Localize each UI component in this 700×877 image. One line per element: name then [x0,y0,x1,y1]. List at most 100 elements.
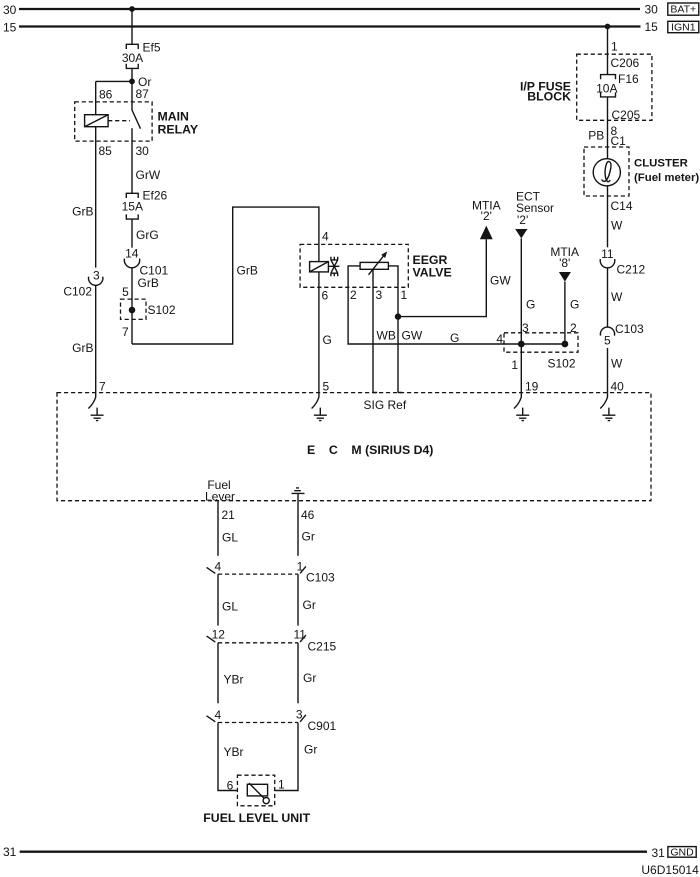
svg-text:MTIA: MTIA [472,199,501,213]
svg-text:2: 2 [350,288,357,302]
svg-text:U6D15014: U6D15014 [641,863,699,877]
svg-text:EEGR: EEGR [413,253,448,267]
svg-text:Gr: Gr [303,598,316,612]
svg-text:CLUSTER: CLUSTER [634,158,688,170]
svg-text:GrB: GrB [237,264,258,278]
svg-text:7: 7 [122,325,129,339]
svg-text:C215: C215 [308,639,337,653]
svg-text:YBr: YBr [224,745,244,759]
svg-text:W: W [611,290,623,304]
svg-text:30: 30 [645,3,659,17]
svg-text:11: 11 [601,247,614,261]
svg-text:11: 11 [293,627,306,641]
svg-text:Sensor: Sensor [516,201,554,215]
svg-text:Gr: Gr [302,530,315,544]
svg-text:IGN1: IGN1 [671,21,696,33]
svg-text:W: W [611,219,623,233]
svg-text:1: 1 [401,288,408,302]
svg-text:31: 31 [3,845,17,859]
svg-text:3: 3 [93,269,100,283]
svg-text:3: 3 [296,707,303,721]
svg-text:6: 6 [322,289,329,303]
svg-text:GrB: GrB [72,205,93,219]
svg-text:4: 4 [214,708,221,722]
svg-text:GrB: GrB [138,276,159,290]
svg-text:C1: C1 [611,134,627,148]
svg-text:I/P FUSE: I/P FUSE [520,80,571,94]
svg-text:Gr: Gr [303,671,316,685]
svg-text:SIG Ref: SIG Ref [364,398,407,412]
svg-text:WB: WB [377,329,396,343]
svg-text:C206: C206 [611,56,640,70]
svg-text:30: 30 [136,144,150,158]
svg-text:Gr: Gr [304,743,317,757]
svg-text:GW: GW [490,274,511,288]
svg-text:'2': '2' [517,213,528,227]
svg-text:S102: S102 [148,303,176,317]
svg-text:3: 3 [376,288,383,302]
svg-text:S102: S102 [548,357,576,371]
svg-text:W: W [611,357,623,371]
svg-text:MTIA: MTIA [550,245,579,259]
svg-text:4: 4 [496,332,503,346]
svg-text:1: 1 [611,39,618,53]
svg-text:GL: GL [222,531,238,545]
svg-text:30A: 30A [122,51,143,65]
svg-text:Or: Or [138,75,151,89]
svg-text:15: 15 [645,20,659,34]
svg-text:86: 86 [99,87,113,101]
svg-text:1: 1 [297,559,304,573]
svg-text:C14: C14 [611,199,633,213]
svg-text:F16: F16 [618,72,639,86]
svg-text:19: 19 [525,379,539,393]
svg-text:C101: C101 [140,263,169,277]
svg-text:7: 7 [99,379,106,393]
svg-text:5: 5 [604,333,611,347]
svg-text:C205: C205 [612,108,641,122]
svg-text:21: 21 [222,508,236,522]
svg-text:40: 40 [611,379,625,393]
svg-text:4: 4 [214,559,221,573]
svg-text:15: 15 [3,21,17,35]
svg-text:GW: GW [402,329,423,343]
svg-text:C901: C901 [308,719,337,733]
svg-text:YBr: YBr [224,673,244,687]
svg-text:87: 87 [136,87,150,101]
svg-text:4: 4 [322,230,329,244]
svg-text:MAIN: MAIN [158,109,190,123]
svg-text:BAT+: BAT+ [670,4,696,16]
svg-text:RELAY: RELAY [158,123,199,137]
svg-text:8: 8 [611,124,618,138]
svg-text:3: 3 [522,321,529,335]
svg-text:C102: C102 [63,285,92,299]
svg-text:12: 12 [212,628,226,642]
svg-text:G: G [450,331,459,345]
svg-text:10A: 10A [596,81,617,95]
svg-text:G: G [323,333,332,347]
svg-text:GrW: GrW [136,168,161,182]
svg-text:6: 6 [227,779,234,793]
svg-text:GrG: GrG [136,228,159,242]
svg-text:'2': '2' [481,209,492,223]
svg-text:2: 2 [570,321,577,335]
svg-text:VALVE: VALVE [413,266,452,280]
svg-text:5: 5 [122,285,129,299]
svg-text:ECT: ECT [516,190,541,204]
svg-text:15A: 15A [122,200,143,214]
svg-text:14: 14 [125,246,139,260]
svg-text:5: 5 [323,379,330,393]
svg-text:Lever: Lever [205,490,235,504]
svg-text:'8': '8' [559,256,570,270]
svg-text:C103: C103 [306,571,335,585]
svg-text:BLOCK: BLOCK [527,90,571,104]
svg-text:1: 1 [511,358,518,372]
svg-text:GL: GL [222,600,238,614]
svg-text:Ef5: Ef5 [143,41,161,55]
svg-text:G: G [526,298,535,312]
svg-text:FUEL LEVEL UNIT: FUEL LEVEL UNIT [203,811,310,825]
svg-text:31: 31 [652,846,666,860]
svg-text:G: G [570,298,579,312]
svg-text:C103: C103 [615,322,644,336]
svg-text:46: 46 [301,508,315,522]
svg-text:Ef26: Ef26 [143,188,168,202]
